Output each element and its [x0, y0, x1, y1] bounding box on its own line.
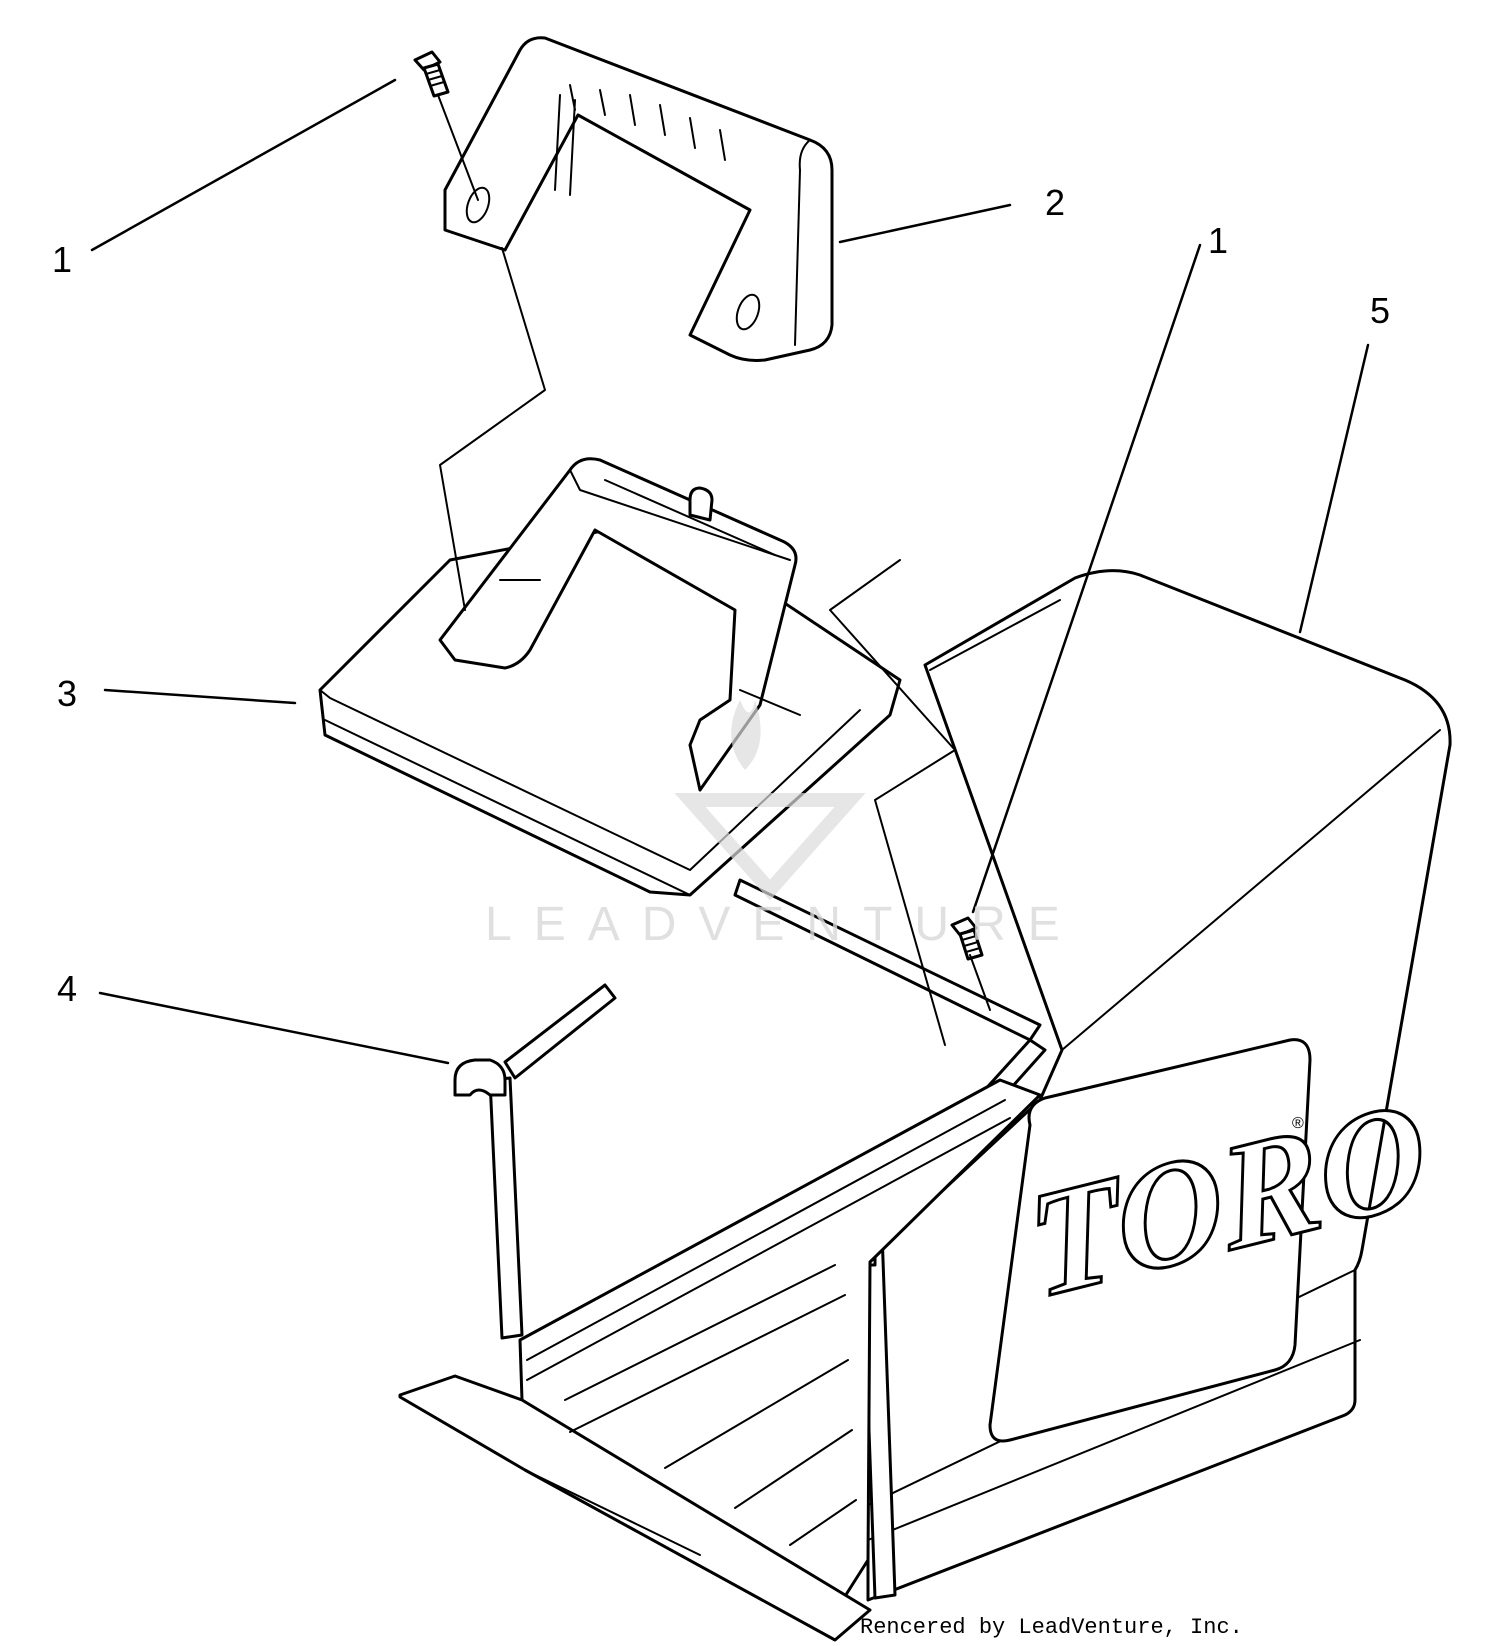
watermark: LEADVENTURE: [485, 700, 1082, 951]
assembly-lines: [437, 94, 1061, 1046]
render-credit: Rencered by LeadVenture, Inc.: [860, 1615, 1243, 1640]
svg-text:LEADVENTURE: LEADVENTURE: [485, 898, 1082, 951]
bag-floor: [398, 1078, 1042, 1642]
callout-1-screw-top: 1: [52, 239, 72, 280]
screw-top: [413, 50, 450, 98]
bag-part: TORO ®: [866, 569, 1452, 1602]
callout-4-frame: 4: [57, 968, 77, 1009]
callout-5-bag: 5: [1370, 290, 1390, 331]
lid-part: [318, 457, 902, 897]
callout-3-lid: 3: [57, 673, 77, 714]
handle-part: [443, 36, 834, 362]
callout-2-handle: 2: [1045, 182, 1065, 223]
leader-lines: [90, 78, 1370, 1065]
screw-right: [950, 916, 984, 961]
callout-1-screw-right: 1: [1208, 220, 1228, 261]
svg-text:®: ®: [1292, 1115, 1304, 1132]
